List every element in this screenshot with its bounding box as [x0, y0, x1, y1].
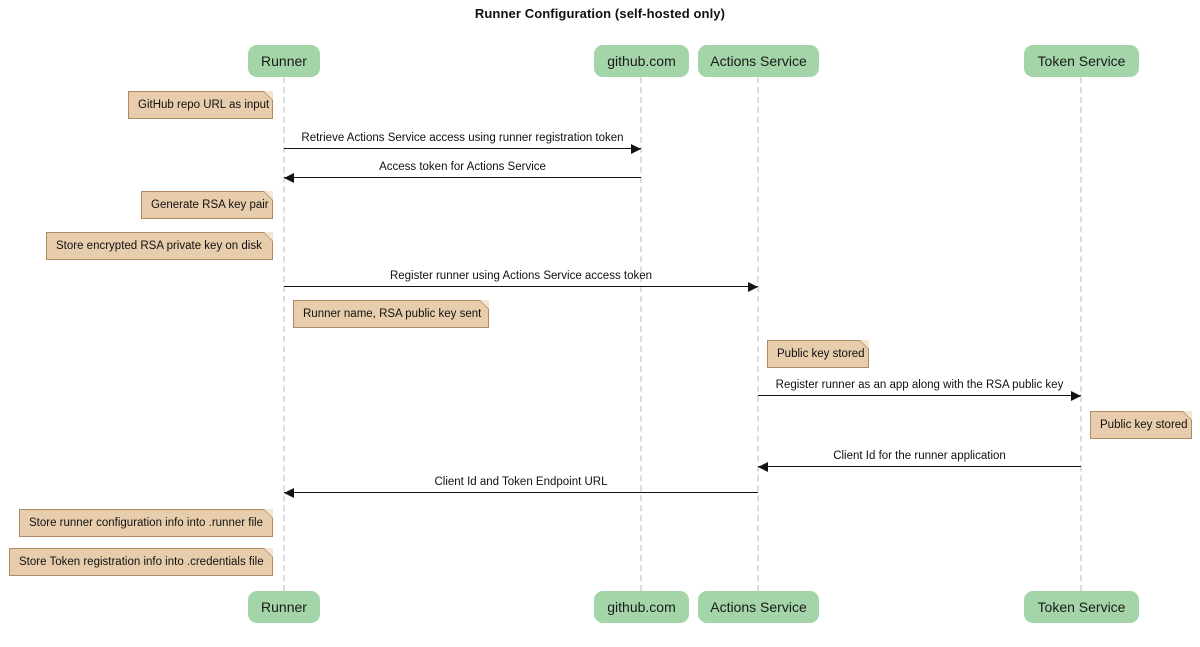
note-text: Store runner configuration info into .ru…	[29, 517, 263, 529]
lifeline-actions	[757, 77, 759, 591]
lifeline-github	[640, 77, 642, 591]
participant-runner-top[interactable]: Runner	[248, 45, 320, 77]
message-line-m1	[284, 148, 641, 149]
note-n8: Store Token registration info into .cred…	[9, 548, 273, 576]
note-n6: Public key stored	[1090, 411, 1192, 439]
message-line-m5	[758, 466, 1081, 467]
participant-label: Token Service	[1037, 599, 1126, 615]
note-fold-inner-icon	[860, 340, 869, 349]
participant-runner-bottom[interactable]: Runner	[248, 591, 320, 623]
participant-label: Token Service	[1037, 53, 1126, 69]
arrowhead-m6	[284, 488, 294, 498]
message-label-m3: Register runner using Actions Service ac…	[389, 270, 653, 282]
participant-actions-bottom[interactable]: Actions Service	[698, 591, 819, 623]
participant-label: Runner	[261, 599, 307, 615]
note-text: Store Token registration info into .cred…	[19, 556, 264, 568]
note-fold-inner-icon	[264, 191, 273, 200]
note-fold-inner-icon	[264, 509, 273, 518]
note-fold-inner-icon	[264, 232, 273, 241]
message-label-m4: Register runner as an app along with the…	[775, 379, 1064, 391]
message-label-m2: Access token for Actions Service	[379, 161, 546, 173]
page-title: Runner Configuration (self-hosted only)	[474, 6, 726, 21]
participant-label: Runner	[261, 53, 307, 69]
participant-actions-top[interactable]: Actions Service	[698, 45, 819, 77]
note-text: GitHub repo URL as input	[138, 99, 270, 111]
note-fold-inner-icon	[264, 548, 273, 557]
note-text: Generate RSA key pair	[151, 199, 269, 211]
participant-label: Actions Service	[710, 53, 807, 69]
note-fold-inner-icon	[1183, 411, 1192, 420]
note-text: Runner name, RSA public key sent	[303, 308, 482, 320]
note-fold-inner-icon	[264, 91, 273, 100]
arrowhead-m1	[631, 144, 641, 154]
arrowhead-m2	[284, 173, 294, 183]
participant-github-top[interactable]: github.com	[594, 45, 689, 77]
arrowhead-m3	[748, 282, 758, 292]
participant-label: Actions Service	[710, 599, 807, 615]
note-n2: Generate RSA key pair	[141, 191, 273, 219]
message-line-m6	[284, 492, 758, 493]
note-text: Public key stored	[777, 348, 865, 360]
participant-github-bottom[interactable]: github.com	[594, 591, 689, 623]
participant-token-top[interactable]: Token Service	[1024, 45, 1139, 77]
participant-label: github.com	[607, 53, 676, 69]
message-label-m6: Client Id and Token Endpoint URL	[434, 476, 608, 488]
note-n5: Public key stored	[767, 340, 869, 368]
message-label-m5: Client Id for the runner application	[833, 450, 1006, 462]
arrowhead-m5	[758, 462, 768, 472]
message-line-m4	[758, 395, 1081, 396]
message-label-m1: Retrieve Actions Service access using ru…	[301, 132, 624, 144]
participant-token-bottom[interactable]: Token Service	[1024, 591, 1139, 623]
arrowhead-m4	[1071, 391, 1081, 401]
note-fold-inner-icon	[480, 300, 489, 309]
note-text: Public key stored	[1100, 419, 1188, 431]
lifeline-runner	[283, 77, 285, 591]
participant-label: github.com	[607, 599, 676, 615]
note-n1: GitHub repo URL as input	[128, 91, 273, 119]
lifeline-token	[1080, 77, 1082, 591]
note-n4: Runner name, RSA public key sent	[293, 300, 489, 328]
note-n7: Store runner configuration info into .ru…	[19, 509, 273, 537]
message-line-m2	[284, 177, 641, 178]
note-text: Store encrypted RSA private key on disk	[56, 240, 262, 252]
message-line-m3	[284, 286, 758, 287]
note-n3: Store encrypted RSA private key on disk	[46, 232, 273, 260]
